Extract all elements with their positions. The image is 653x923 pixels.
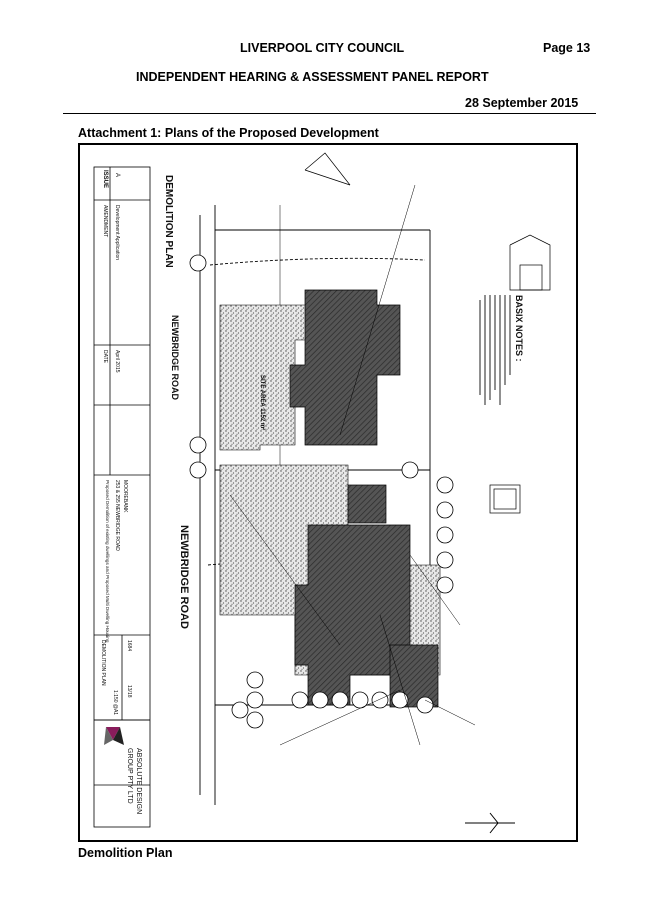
date-header: DATE [102, 350, 108, 363]
sheet-number: 13/18 [126, 685, 132, 698]
road-label-upper: NEWBRIDGE ROAD [170, 315, 180, 400]
revision-letter: A [114, 173, 120, 178]
road-label-main: NEWBRIDGE ROAD [178, 525, 190, 629]
report-title: INDEPENDENT HEARING & ASSESSMENT PANEL R… [136, 70, 489, 84]
north-arrow [465, 812, 515, 834]
job-number: 1684 [126, 640, 132, 652]
page-number: Page 13 [543, 41, 591, 55]
title-block [93, 166, 151, 828]
company-logo [104, 727, 124, 745]
roof-sketches [304, 152, 551, 514]
trees [189, 254, 454, 729]
company-name-1: ABSOLUTE DESIGN [135, 748, 142, 815]
address-line-1: 253 & 255 NEWBRIDGE ROAD [114, 480, 120, 551]
revision-desc: Development Application [114, 205, 120, 261]
report-date: 28 September 2015 [465, 96, 579, 110]
header-rule [63, 113, 596, 114]
address-line-2: MOOREBANK [122, 480, 128, 513]
drawing-title: DEMOLITION PLAN [100, 640, 106, 686]
basix-notes-title: BASIX NOTES : [514, 295, 524, 362]
revision-header: ISSUE [102, 170, 108, 189]
plan-caption: Demolition Plan [78, 846, 173, 860]
demolition-plan-drawing: DEMOLITION PLAN NEWBRIDGE ROAD NEWBRIDGE… [78, 143, 578, 842]
site-area-label: SITE AREA 1152 m² [259, 375, 265, 431]
project-description: Proposed Demolition of existing dwelling… [105, 480, 110, 643]
drawing-scale: 1:150 @A1 [112, 690, 118, 716]
notes-text-lines [479, 295, 511, 405]
council-name: LIVERPOOL CITY COUNCIL [240, 41, 405, 55]
company-name-2: GROUP PTY LTD [126, 748, 133, 804]
sheet-title-label: DEMOLITION PLAN [163, 175, 174, 268]
date-value: April 2015 [114, 350, 120, 373]
existing-buildings [289, 289, 439, 708]
revision-desc-header: AMENDMENT [102, 205, 108, 238]
site-plan-svg [93, 152, 551, 834]
annotation-leaders [229, 184, 476, 746]
attachment-title: Attachment 1: Plans of the Proposed Deve… [78, 126, 379, 140]
